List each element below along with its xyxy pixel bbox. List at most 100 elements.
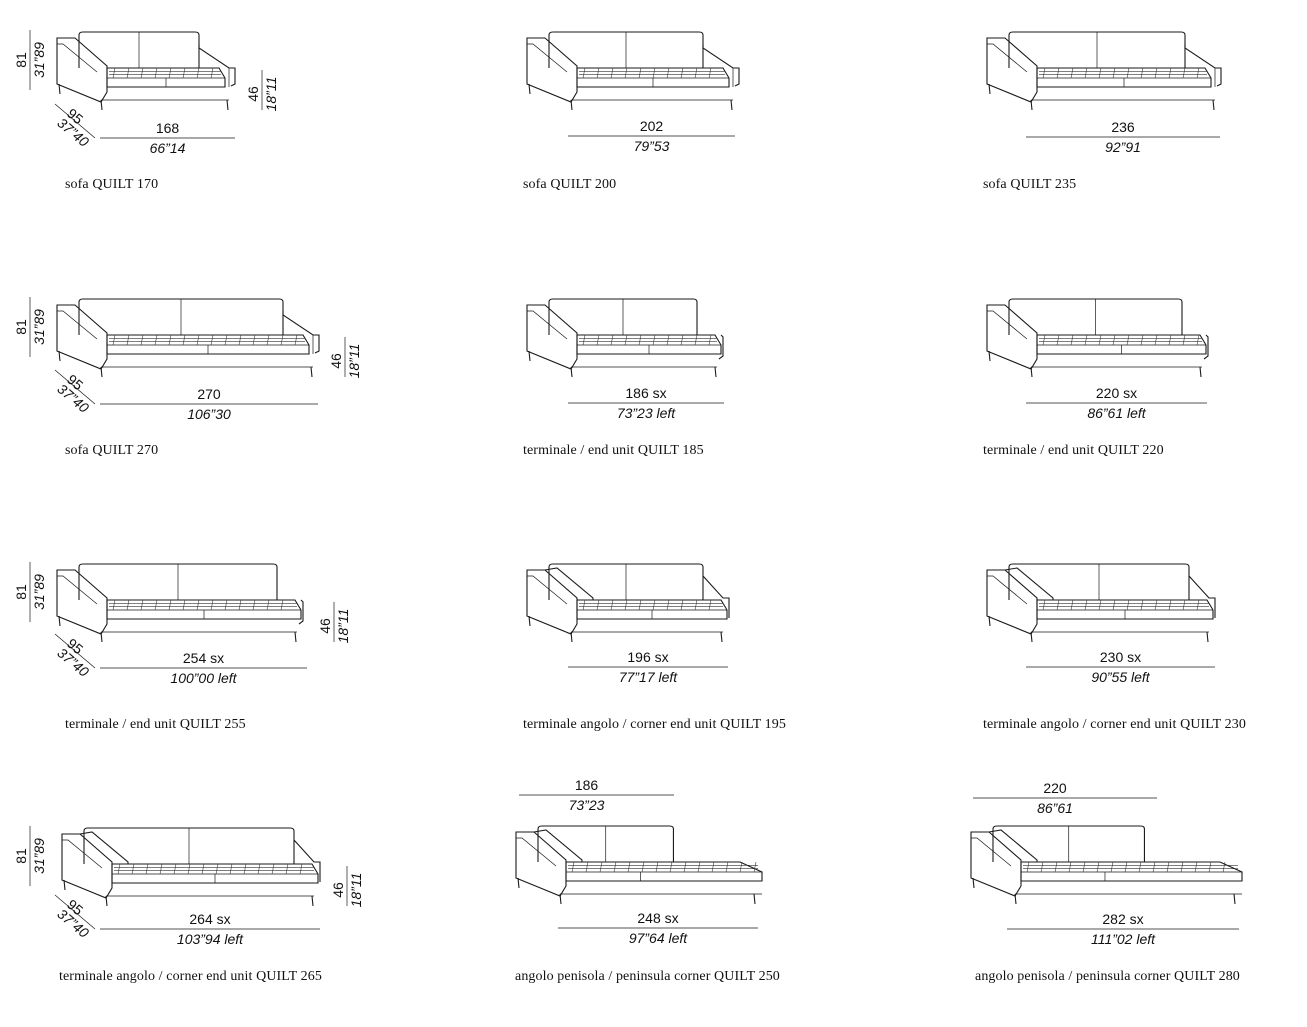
- left-arm-top: [986, 305, 1028, 340]
- caption-italian: angolo penisola: [515, 969, 605, 984]
- quilt-line: [655, 861, 659, 873]
- seat-height-cm: 46: [328, 353, 344, 369]
- sofa-leg: [528, 83, 531, 95]
- sofa-leg: [100, 366, 103, 378]
- width-cm: 196 sx: [627, 649, 668, 665]
- sofa-leg: [570, 631, 573, 643]
- top-width-cm: 186: [575, 777, 599, 793]
- seat-platform: [106, 334, 310, 355]
- width-inches: 100”00 left: [170, 670, 237, 686]
- height-cm: 81: [13, 319, 29, 335]
- sofa-leg: [311, 895, 314, 907]
- left-arm: [56, 304, 108, 370]
- top-width-inches: 73”23: [569, 797, 605, 813]
- caption-english: / end unit QUILT 220: [1036, 443, 1164, 458]
- width-inches: 97”64 left: [629, 930, 688, 946]
- quilt-line: [1112, 599, 1116, 611]
- left-arm: [970, 831, 1022, 897]
- quilt-line: [669, 861, 673, 873]
- sofa-leg: [517, 877, 520, 889]
- left-arm: [56, 37, 108, 103]
- caption-italian: terminale angolo: [523, 717, 620, 732]
- quilt-line: [624, 67, 628, 79]
- quilt-line: [753, 861, 757, 873]
- sofa-leg: [570, 366, 573, 378]
- product-caption: terminale angolo / corner end unit QUILT…: [983, 717, 1246, 733]
- quilt-line: [1124, 861, 1128, 873]
- sofa-leg: [58, 615, 61, 627]
- width-cm: 248 sx: [637, 910, 678, 926]
- product-caption: angolo penisola / peninsula corner QUILT…: [515, 969, 780, 985]
- quilt-line: [1054, 861, 1058, 873]
- width-cm: 264 sx: [189, 911, 230, 927]
- width-cm: 220 sx: [1096, 385, 1137, 401]
- quilt-line: [697, 861, 701, 873]
- quilt-line: [1182, 599, 1186, 611]
- quilt-line: [1168, 334, 1172, 346]
- quilt-line: [238, 599, 242, 611]
- width-inches: 66”14: [150, 140, 186, 156]
- left-arm-top: [526, 570, 568, 605]
- left-arm-top: [56, 38, 98, 73]
- seat-height-inches: 18”11: [335, 609, 351, 644]
- quilt-line: [610, 334, 614, 346]
- width-inches: 106”30: [187, 406, 231, 422]
- height-cm: 81: [13, 848, 29, 864]
- quilt-line: [599, 861, 603, 873]
- caption-english: / corner end unit QUILT 230: [1079, 717, 1246, 732]
- quilt-line: [1098, 599, 1102, 611]
- seat-platform: [576, 334, 722, 355]
- quilt-line: [224, 599, 228, 611]
- quilt-line: [694, 334, 698, 346]
- quilt-line: [1126, 67, 1130, 79]
- quilt-line: [173, 863, 177, 875]
- quilt-line: [140, 599, 144, 611]
- seat-platform: [106, 599, 302, 620]
- quilt-line: [1154, 67, 1158, 79]
- quilt-line: [1152, 861, 1156, 873]
- quilt-line: [571, 861, 575, 873]
- product-caption: terminale angolo / corner end unit QUILT…: [523, 717, 786, 733]
- left-arm-top: [986, 570, 1028, 605]
- quilt-line: [140, 67, 144, 79]
- corner-back-wing: [533, 829, 583, 862]
- sofa-leg: [720, 631, 723, 643]
- width-inches: 86”61 left: [1087, 405, 1146, 421]
- left-arm-top: [515, 832, 557, 867]
- quilt-line: [280, 334, 284, 346]
- quilt-line: [582, 334, 586, 346]
- quilt-line: [627, 861, 631, 873]
- quilt-line: [1182, 67, 1186, 79]
- quilt-line: [1098, 334, 1102, 346]
- quilt-line: [666, 67, 670, 79]
- width-cm: 282 sx: [1102, 911, 1143, 927]
- quilt-line: [585, 861, 589, 873]
- quilt-line: [708, 334, 712, 346]
- right-arm: [282, 311, 320, 354]
- quilt-line: [196, 67, 200, 79]
- quilt-line: [252, 334, 256, 346]
- left-arm-top: [526, 38, 568, 73]
- sofa-leg: [1233, 893, 1236, 905]
- quilt-line: [1126, 334, 1130, 346]
- product-caption: terminale angolo / corner end unit QUILT…: [59, 969, 322, 985]
- sofa-leg: [100, 631, 103, 643]
- quilt-line: [140, 334, 144, 346]
- quilt-line: [210, 334, 214, 346]
- quilt-line: [638, 67, 642, 79]
- quilt-line: [1126, 599, 1130, 611]
- seat-height-cm: 46: [330, 882, 346, 898]
- quilt-line: [624, 599, 628, 611]
- sofa-leg: [988, 615, 991, 627]
- quilt-line: [210, 67, 214, 79]
- quilt-line: [112, 67, 116, 79]
- quilt-line: [112, 334, 116, 346]
- sofa-leg: [528, 350, 531, 362]
- quilt-line: [596, 334, 600, 346]
- right-arm: [1188, 575, 1216, 618]
- quilt-line: [224, 334, 228, 346]
